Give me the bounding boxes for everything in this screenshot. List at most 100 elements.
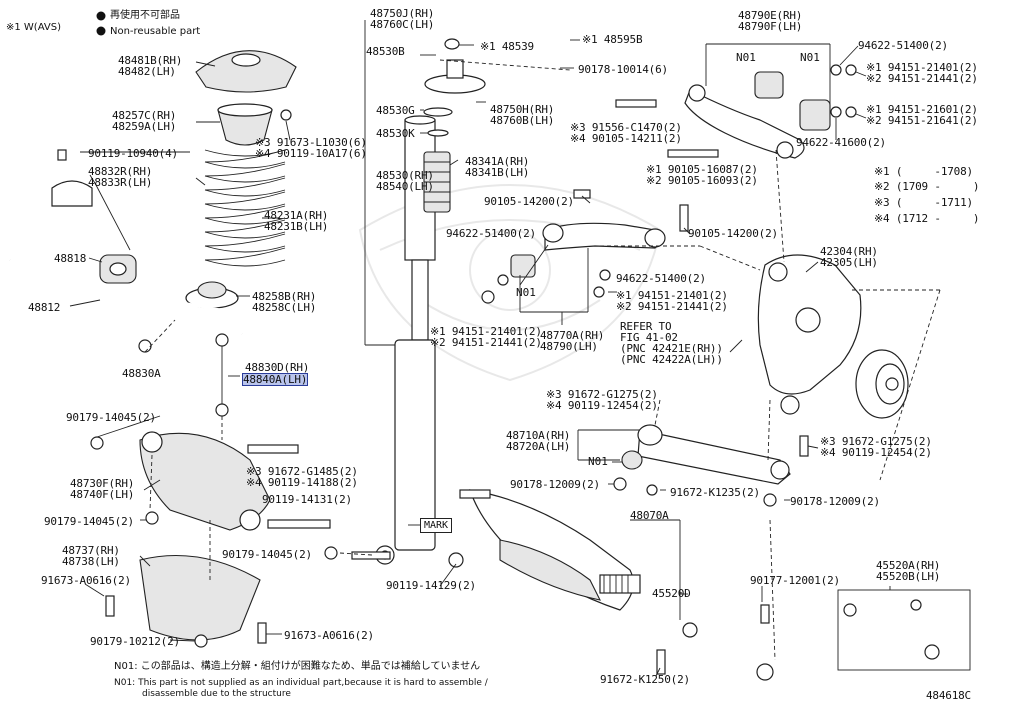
label-91673-a0616-a[interactable]: 91673-A0616(2) [41,574,131,587]
label-94622-51400-a[interactable]: 94622-51400(2) [446,227,536,240]
label-90178-12009-a[interactable]: 90178-12009(2) [510,478,600,491]
n01-callout: N01 [588,455,608,468]
label-94151-d[interactable]: ※1 94151-21601(2) ※2 94151-21641(2) [866,103,978,127]
label-48530[interactable]: 48530(RH) 48540(LH) [376,169,434,193]
label-48530g[interactable]: 48530G [376,104,415,117]
label-48257c[interactable]: 48257C(RH) 48259A(LH) [112,109,177,133]
label-91556-c1470[interactable]: ※3 91556-C1470(2) ※4 90105-14211(2) [570,121,682,145]
footnote-en-line1: N01: This part is not supplied as an ind… [114,678,488,688]
label-90119-14129[interactable]: 90119-14129(2) [386,579,476,592]
steering-knuckle [757,254,862,415]
label-48710a[interactable]: 48710A(RH) 48720A(LH) [506,429,571,453]
footnote-jp: N01: この部品は、構造上分解・組付けが困難なため、単品では補給していません [114,661,481,672]
legend-dot-1 [96,11,106,21]
label-48481b[interactable]: 48481B(RH) 48482(LH) [118,54,183,78]
under-cover [139,555,261,641]
lower-rear-arm [613,424,809,507]
label-48595b[interactable]: ※1 48595B [582,33,643,46]
label-94151-c[interactable]: ※1 94151-21401(2) ※2 94151-21441(2) [866,61,978,85]
bump-stopper [217,103,273,146]
label-94622-51400-b[interactable]: 94622-51400(2) [616,272,706,285]
inset-tie-rod [837,589,971,671]
label-42304[interactable]: 42304(RH) 42305(LH) [820,245,878,269]
legend-jp: 再使用不可部品 [110,10,180,21]
label-91672-g1275-b[interactable]: ※3 91672-G1275(2) ※4 90119-12454(2) [820,435,932,459]
shock-absorber [375,115,436,565]
label-48750j[interactable]: 48750J(RH) 48760C(LH) [370,7,435,31]
label-48812[interactable]: 48812 [28,301,61,314]
label-48730f[interactable]: 48730F(RH) 48740F(LH) [70,477,135,501]
stabilizer-bracket [51,149,93,207]
stabilizer-link [215,333,229,417]
label-90179-14045-c[interactable]: 90179-14045(2) [222,548,312,561]
label-45520d[interactable]: 45520D [652,587,691,600]
label-90119-10940[interactable]: 90119-10940(4) [88,147,178,160]
label-48231a[interactable]: 48231A(RH) 48231B(LH) [264,209,329,233]
label-48070a[interactable]: 48070A [630,509,669,522]
tie-rod [656,604,774,681]
upper-arm-right [615,64,857,159]
wheel-hub [855,349,909,419]
stabilizer-bushing [99,254,137,284]
label-48840a-highlighted[interactable]: 48840A(LH) [241,373,309,386]
label-91673-a0616-b[interactable]: 91673-A0616(2) [284,629,374,642]
label-94151-a[interactable]: ※1 94151-21401(2) ※2 94151-21441(2) [430,325,542,349]
upper-arm-middle [481,189,689,304]
n01-callout: N01 [516,286,536,299]
label-48258b[interactable]: 48258B(RH) 48258C(LH) [252,290,317,314]
label-91673-l1030[interactable]: ※3 91673-L1030(6) ※4 90119-10A17(6) [255,136,367,160]
n01-callout: N01 [800,51,820,64]
label-91672-k1235[interactable]: 91672-K1235(2) [670,486,760,499]
label-48790e[interactable]: 48790E(RH) 48790F(LH) [738,9,803,33]
label-48818[interactable]: 48818 [54,252,87,265]
stabilizer-bar [9,258,244,335]
shock-bolt [351,551,464,568]
label-90177-12001[interactable]: 90177-12001(2) [750,574,840,587]
label-90179-14045-b[interactable]: 90179-14045(2) [44,515,134,528]
label-48530b[interactable]: 48530B [366,45,405,58]
label-90105-14200-b[interactable]: 90105-14200(2) [688,227,778,240]
label-refer-fig-41-02[interactable]: REFER TO FIG 41-02 (PNC 42421E(RH)) (PNC… [620,320,723,366]
n01-callout: N01 [736,51,756,64]
label-48830a[interactable]: 48830A [122,367,161,380]
date-range-4: ※4 (1712 - ) [874,212,980,225]
label-91672-k1250[interactable]: 91672-K1250(2) [600,673,690,686]
label-94622-41600[interactable]: 94622-41600(2) [796,136,886,149]
label-90179-10212[interactable]: 90179-10212(2) [90,635,180,648]
label-48737[interactable]: 48737(RH) 48738(LH) [62,544,120,568]
label-90105-14200-a[interactable]: 90105-14200(2) [484,195,574,208]
label-91672-g1485[interactable]: ※3 91672-G1485(2) ※4 90119-14188(2) [246,465,358,489]
lower-spring-seat [185,281,239,309]
mark-label: MARK [420,518,453,533]
leader-lines [69,20,941,677]
label-90178-10014[interactable]: 90178-10014(6) [578,63,668,76]
upper-spring-seat [195,50,297,93]
label-91672-g1275-a[interactable]: ※3 91672-G1275(2) ※4 90119-12454(2) [546,388,658,412]
avs-note: ※1 W(AVS) [6,22,61,33]
label-90119-14131[interactable]: 90119-14131(2) [262,493,352,506]
label-94622-51400-c[interactable]: 94622-51400(2) [858,39,948,52]
label-94151-b[interactable]: ※1 94151-21401(2) ※2 94151-21441(2) [616,289,728,313]
label-48830d[interactable]: 48830D(RH) [245,361,310,374]
footnote-en-line2: disassemble due to the structure [142,689,291,699]
figure-id: 484618C [926,689,971,702]
label-90178-12009-b[interactable]: 90178-12009(2) [790,495,880,508]
label-48341a[interactable]: 48341A(RH) 48341B(LH) [465,155,530,179]
label-48832r[interactable]: 48832R(RH) 48833R(LH) [88,165,153,189]
bolts-left [90,109,338,648]
label-48770a[interactable]: 48770A(RH) 48790(LH) [540,329,605,353]
label-48750h[interactable]: 48750H(RH) 48760B(LH) [490,103,555,127]
date-range-1: ※1 ( -1708) [874,165,973,178]
label-90105-16087[interactable]: ※1 90105-16087(2) ※2 90105-16093(2) [646,163,758,187]
legend-dot-2 [96,26,106,36]
date-range-3: ※3 ( -1711) [874,196,973,209]
coil-spring [204,149,286,267]
date-range-2: ※2 (1709 - ) [874,180,980,193]
label-45520a[interactable]: 45520A(RH) 45520B(LH) [876,559,941,583]
dust-boot [423,151,451,213]
label-48539[interactable]: ※1 48539 [480,40,534,53]
label-90179-14045-a[interactable]: 90179-14045(2) [66,411,156,424]
lower-arm [139,431,271,531]
label-48530k[interactable]: 48530K [376,127,415,140]
